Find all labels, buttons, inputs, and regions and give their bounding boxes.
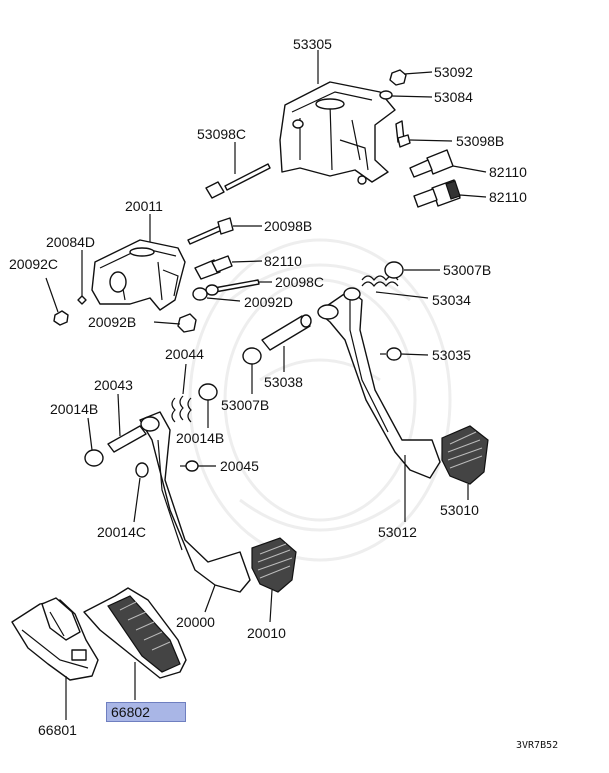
- clutch-pedal-pad-20010: [251, 537, 297, 593]
- part-label-53007b-b[interactable]: 53007B: [221, 397, 270, 413]
- leader-lines: [45, 50, 487, 720]
- part-label-20092b[interactable]: 20092B: [88, 314, 137, 330]
- switch-82110-a: [409, 149, 454, 178]
- part-label-20014b-a[interactable]: 20014B: [50, 401, 99, 417]
- shaft-53038: [261, 314, 312, 351]
- spring-20044: [171, 395, 192, 423]
- accelerator-bracket-66801: [11, 597, 99, 681]
- stopper-53035: [380, 347, 402, 361]
- part-label-20092d[interactable]: 20092D: [244, 294, 294, 310]
- part-label-53305[interactable]: 53305: [293, 36, 332, 52]
- part-label-82110-b[interactable]: 82110: [489, 189, 527, 205]
- part-label-20011[interactable]: 20011: [125, 198, 163, 214]
- bushing-20014b-b: [84, 449, 104, 467]
- brake-pedal-pad-53010: [441, 425, 489, 485]
- part-label-20084d[interactable]: 20084D: [46, 234, 96, 250]
- pedal-bracket-53305: [279, 81, 396, 185]
- part-label-82110-c[interactable]: 82110: [264, 253, 302, 269]
- part-label-53035[interactable]: 53035: [432, 347, 471, 363]
- nut-20092b: [177, 313, 197, 333]
- part-label-20010[interactable]: 20010: [247, 625, 286, 641]
- switch-82110-c: [194, 255, 233, 280]
- switch-82110-b: [413, 179, 461, 208]
- bushing-20014b-a: [198, 383, 218, 401]
- accelerator-pedal-66802: [83, 587, 187, 679]
- nut-20092d: [192, 287, 208, 301]
- clutch-pedal-arm-20000: [139, 411, 251, 593]
- part-label-20014c[interactable]: 20014C: [97, 524, 147, 540]
- part-label-53034[interactable]: 53034: [432, 292, 471, 308]
- part-label-53098b[interactable]: 53098B: [456, 133, 505, 149]
- part-label-53012[interactable]: 53012: [378, 524, 417, 540]
- part-label-20044[interactable]: 20044: [165, 346, 204, 362]
- part-label-20014b-b[interactable]: 20014B: [176, 430, 225, 446]
- bolt-53098c: [205, 163, 271, 199]
- bushing-53007b-a: [384, 261, 404, 279]
- part-label-20043[interactable]: 20043: [94, 377, 133, 393]
- part-label-66802-highlighted[interactable]: 66802: [106, 702, 186, 722]
- part-label-53084[interactable]: 53084: [434, 89, 473, 105]
- bolt-20098b: [187, 217, 234, 245]
- part-label-20092c[interactable]: 20092C: [9, 256, 59, 272]
- nut-53092: [389, 69, 407, 86]
- part-label-53038[interactable]: 53038: [264, 374, 303, 390]
- part-label-53092[interactable]: 53092: [434, 64, 473, 80]
- bushing-53007b-b: [242, 347, 262, 365]
- diagram-code: 3VR7B52: [516, 740, 559, 751]
- part-label-20045[interactable]: 20045: [220, 458, 259, 474]
- brake-pedal-arm-53012: [317, 287, 441, 479]
- washer-53084: [379, 90, 393, 100]
- part-label-20098c[interactable]: 20098C: [275, 274, 325, 290]
- stud-20084d: [77, 262, 87, 305]
- nut-20092c: [53, 310, 69, 326]
- part-label-66801[interactable]: 66801: [38, 722, 77, 738]
- part-label-82110-a[interactable]: 82110: [489, 164, 527, 180]
- part-label-20000[interactable]: 20000: [176, 614, 215, 630]
- pin-20045: [180, 460, 199, 472]
- bolt-53098b: [395, 120, 411, 148]
- part-label-53098c[interactable]: 53098C: [197, 126, 247, 142]
- shaft-20043: [107, 425, 147, 453]
- part-label-53007b-a[interactable]: 53007B: [443, 262, 492, 278]
- clutch-bracket-20011: [91, 239, 186, 311]
- stopper-20014c: [135, 462, 149, 478]
- part-label-53010[interactable]: 53010: [440, 502, 479, 518]
- part-label-20098b[interactable]: 20098B: [264, 218, 313, 234]
